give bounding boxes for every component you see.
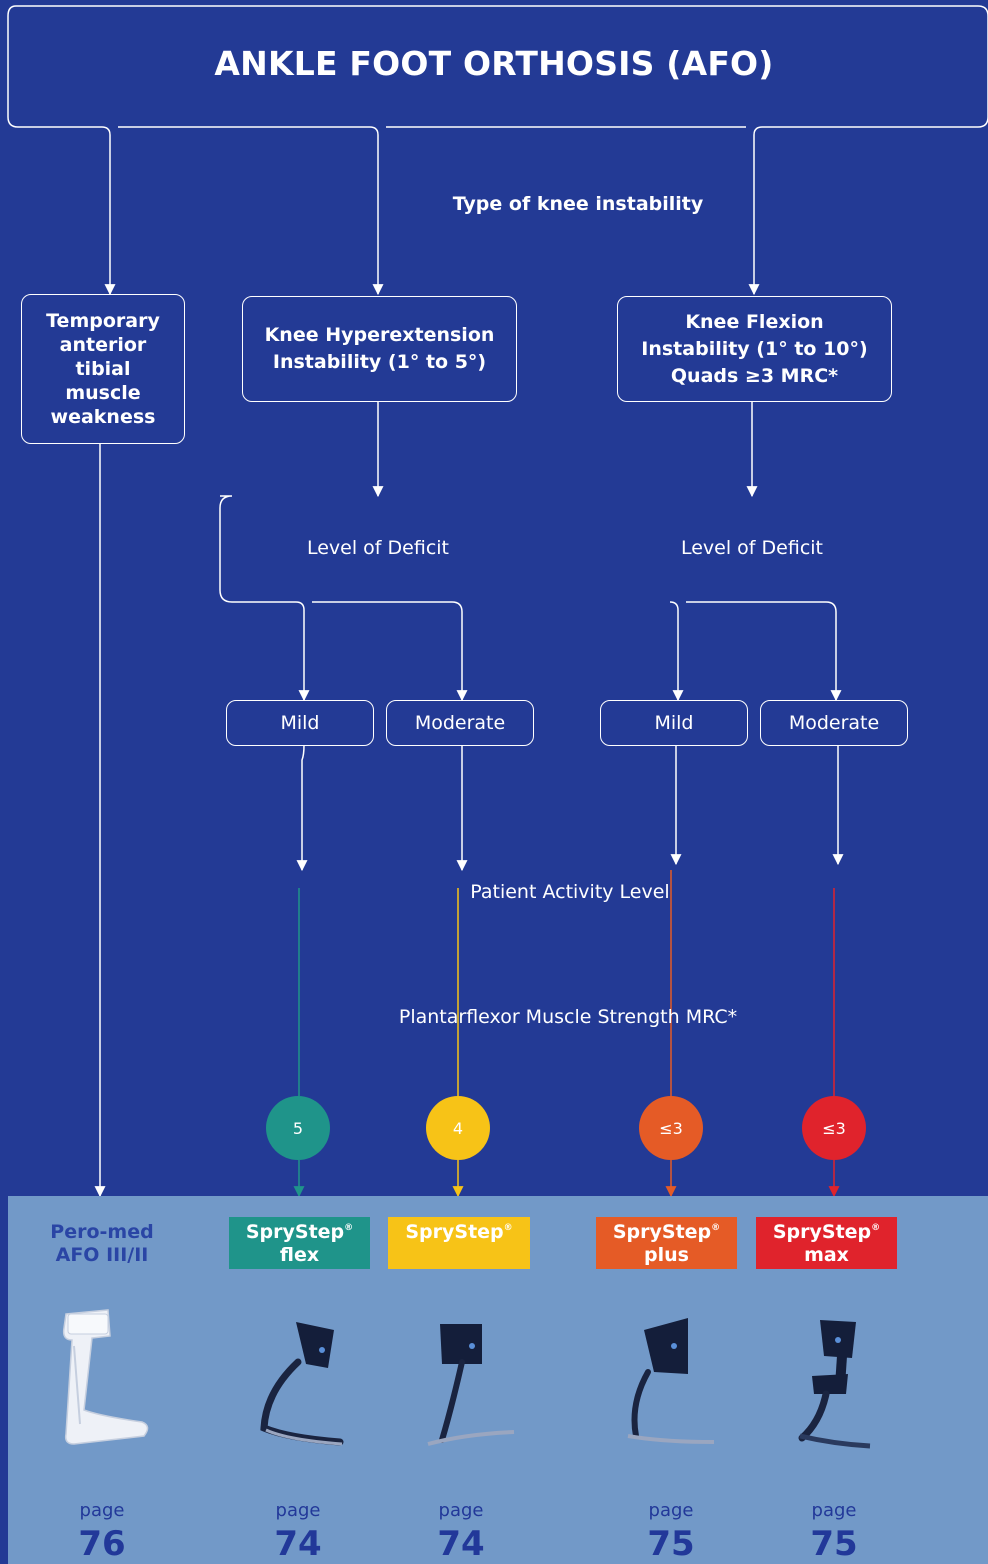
box-line: Instability (1° to 5°): [272, 351, 487, 373]
page-number: 75: [647, 1524, 695, 1564]
mrc-circle: 4: [426, 1096, 490, 1160]
box-line: Instability (1° to 10°): [641, 337, 868, 360]
product-label-sprystep-plus: SpryStep® plus: [596, 1217, 737, 1269]
sprystep-max-image: [798, 1320, 871, 1449]
box-line: tibial: [75, 358, 131, 380]
level-of-deficit-left: Level of Deficit: [306, 537, 449, 559]
level-of-deficit-right: Level of Deficit: [680, 537, 823, 559]
sprystep-plus-image: [627, 1318, 715, 1444]
product-label-sprystep-flex: SpryStep® flex: [229, 1217, 370, 1269]
moderate-box-right: Moderate: [760, 700, 908, 746]
knee-hyperextension-box: Knee Hyperextension Instability (1° to 5…: [242, 296, 517, 402]
sprystep-flex-image: [260, 1322, 344, 1446]
box-line: muscle: [65, 382, 141, 404]
page-label: page: [438, 1500, 484, 1521]
box-line: Temporary: [46, 310, 160, 332]
page-number: 76: [78, 1524, 126, 1564]
box-line: anterior: [59, 334, 147, 356]
mrc-circle: ≤3: [802, 1096, 866, 1160]
box-line: weakness: [50, 406, 156, 428]
pero-med-afo-image: [62, 1309, 149, 1445]
mrc-circle: 5: [266, 1096, 330, 1160]
box-line: Quads ≥3 MRC*: [670, 364, 839, 387]
page-label: page: [648, 1500, 694, 1521]
page-number: 74: [437, 1524, 485, 1564]
box-line: Knee Flexion: [685, 310, 824, 333]
mild-box-right: Mild: [600, 700, 748, 746]
box-line: Knee Hyperextension: [264, 324, 495, 346]
mild-box-left: Mild: [226, 700, 374, 746]
mrc-circle: ≤3: [639, 1096, 703, 1160]
page-title: ANKLE FOOT ORTHOSIS (AFO): [214, 44, 774, 83]
product-label-sprystep: SpryStep®: [388, 1217, 530, 1269]
sprystep-image: [427, 1324, 515, 1446]
knee-instability-label: Type of knee instability: [452, 193, 704, 215]
plantarflexor-strength-label: Plantarflexor Muscle Strength MRC*: [398, 1006, 738, 1028]
temporary-weakness-box: Temporary anterior tibial muscle weaknes…: [21, 294, 185, 444]
page-label: page: [811, 1500, 857, 1521]
page-label: page: [79, 1500, 125, 1521]
moderate-box-left: Moderate: [386, 700, 534, 746]
page-label: page: [275, 1500, 321, 1521]
product-label-sprystep-max: SpryStep® max: [756, 1217, 897, 1269]
patient-activity-level: Patient Activity Level: [470, 881, 670, 903]
page-number: 74: [274, 1524, 322, 1564]
knee-flexion-box: Knee Flexion Instability (1° to 10°) Qua…: [617, 296, 892, 402]
product-label-pero-med: Pero-med AFO III/II: [50, 1221, 154, 1266]
page-number: 75: [810, 1524, 858, 1564]
